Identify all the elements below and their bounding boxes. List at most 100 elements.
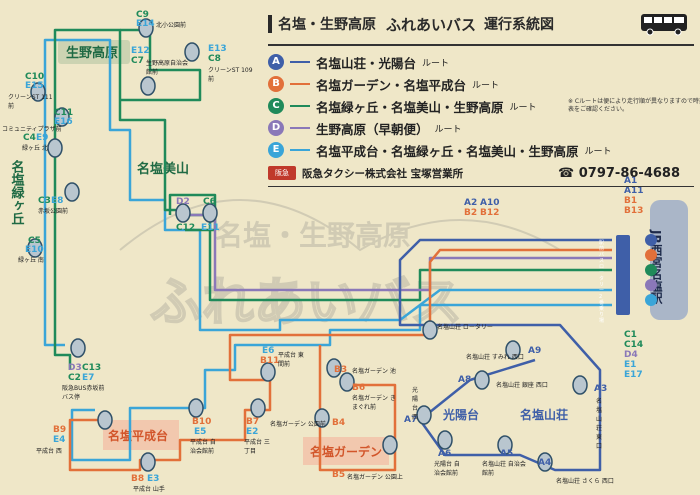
stop-a4[interactable]: A4 <box>538 458 552 468</box>
bus-stop-marker[interactable] <box>47 138 63 158</box>
stop-e3[interactable]: E3 <box>147 474 160 484</box>
bus-stop-marker[interactable] <box>537 452 553 472</box>
bus-stop-marker[interactable] <box>339 372 355 392</box>
stop-e9[interactable]: E9 <box>36 133 49 143</box>
stop-c4[interactable]: C4 <box>23 133 36 143</box>
bus-stop-marker[interactable] <box>30 82 46 102</box>
stop-e8[interactable]: E8 <box>51 196 64 206</box>
stop-a5[interactable]: A5 <box>500 449 514 459</box>
bus-stop-marker[interactable] <box>54 107 70 127</box>
bus-stop-marker[interactable] <box>140 76 156 96</box>
stop-a6[interactable]: A6 <box>438 449 452 459</box>
bus-stop-marker[interactable] <box>250 398 266 418</box>
bus-stop-marker[interactable] <box>184 42 200 62</box>
route-suffix: ルート <box>472 80 500 91</box>
station-code: A11 <box>624 186 644 196</box>
stop-e4[interactable]: E4 <box>53 435 66 445</box>
stop-d2[interactable]: D2 <box>176 197 190 207</box>
area-midorigaoka-label: 名塩緑ヶ丘 <box>9 159 25 225</box>
bus-stop-marker[interactable] <box>260 362 276 382</box>
stop-sanso-higashi: 名塩山荘 東 口 <box>596 398 603 450</box>
bus-stop-marker[interactable] <box>188 398 204 418</box>
stop-c12[interactable]: C12 <box>176 223 196 233</box>
route-b-line <box>68 248 612 472</box>
stop-e14[interactable]: E14 <box>136 19 155 29</box>
header-rule-bottom <box>268 186 694 187</box>
stop-b9[interactable]: B9 <box>53 425 67 435</box>
stop-e7[interactable]: E7 <box>82 373 95 383</box>
bus-stop-marker[interactable] <box>138 18 154 38</box>
stop-c7[interactable]: C7 <box>131 56 144 66</box>
stop-c10[interactable]: C10 <box>25 72 45 82</box>
stop-c11[interactable]: C11 <box>54 108 74 118</box>
stop-sanso-sumire: 名塩山荘 すみれ 西口 <box>466 354 524 361</box>
bus-stop-marker[interactable] <box>474 370 490 390</box>
stop-b5[interactable]: B5 <box>332 470 346 480</box>
stop-e5[interactable]: E5 <box>194 427 207 437</box>
bus-stop-marker[interactable] <box>382 435 398 455</box>
bus-stop-marker[interactable] <box>202 203 218 223</box>
stop-e2[interactable]: E2 <box>246 427 259 437</box>
stop-c2[interactable]: C2 <box>68 373 81 383</box>
bus-stop-marker[interactable] <box>70 338 86 358</box>
stop-d3[interactable]: D3 <box>68 363 82 373</box>
route-badge-b: B <box>268 76 284 92</box>
bus-stop-marker[interactable] <box>64 182 80 202</box>
bus-stop-marker[interactable] <box>505 340 521 360</box>
stop-b11[interactable]: B11 <box>260 356 280 366</box>
stop-a9[interactable]: A9 <box>528 346 542 356</box>
stop-e6[interactable]: E6 <box>262 346 275 356</box>
stop-b12[interactable]: B12 <box>480 208 500 218</box>
stop-b7[interactable]: B7 <box>246 417 260 427</box>
stop-b3[interactable]: B3 <box>334 365 348 375</box>
stop-e11[interactable]: E11 <box>201 223 220 233</box>
bus-stop-marker[interactable] <box>140 452 156 472</box>
stop-c8[interactable]: C8 <box>208 54 221 64</box>
company-phone[interactable]: ☎ 0797-86-4688 <box>558 165 680 181</box>
stop-b8[interactable]: B8 <box>131 474 145 484</box>
stop-a2[interactable]: A2 <box>464 198 478 208</box>
stop-c5[interactable]: C5 <box>28 236 41 246</box>
bus-stop-marker[interactable] <box>97 410 113 430</box>
bus-stop-marker[interactable] <box>314 408 330 428</box>
stop-c6[interactable]: C6 <box>203 197 216 207</box>
bus-stop-marker[interactable] <box>572 375 588 395</box>
stop-c13[interactable]: C13 <box>82 363 102 373</box>
stop-b2[interactable]: B2 <box>464 208 478 218</box>
stop-b6[interactable]: B6 <box>352 383 366 393</box>
bus-stop-marker[interactable] <box>422 320 438 340</box>
route-badge-a: A <box>268 54 284 70</box>
bus-stop-marker[interactable] <box>437 430 453 450</box>
stop-a3[interactable]: A3 <box>594 384 608 394</box>
stop-e15[interactable]: E15 <box>25 81 44 91</box>
bus-stop-marker[interactable] <box>497 435 513 455</box>
stop-a8[interactable]: A8 <box>458 375 472 385</box>
stop-b10[interactable]: B10 <box>192 417 212 427</box>
jr-station[interactable]: JR西宮名塩駅 <box>616 200 688 320</box>
stop-a7[interactable]: A7 <box>404 415 418 425</box>
stop-a10[interactable]: A10 <box>480 198 500 208</box>
phone-number[interactable]: 0797-86-4688 <box>578 165 680 181</box>
stop-e13[interactable]: E13 <box>208 44 227 54</box>
route-b-garden <box>318 345 397 472</box>
bus-stop-marker[interactable] <box>175 203 191 223</box>
area-misato: 名塩美山 <box>137 161 189 177</box>
stop-e16[interactable]: E16 <box>54 117 73 127</box>
stop-c9[interactable]: C9 <box>136 10 149 20</box>
station-code: D4 <box>624 350 638 360</box>
stop-rotary[interactable]: 名塩山荘 ロータリー <box>437 324 493 331</box>
bus-stop-marker[interactable] <box>27 238 43 258</box>
stop-e10[interactable]: E10 <box>25 245 44 255</box>
stop-c3[interactable]: C3 <box>38 196 51 206</box>
bus-stop-marker[interactable] <box>416 405 432 425</box>
stop-b4[interactable]: B4 <box>332 418 346 428</box>
bus-stop-marker[interactable] <box>326 358 342 378</box>
stop-e12[interactable]: E12 <box>131 46 150 56</box>
stop-midori-minami: 緑ヶ丘 南 <box>18 257 44 264</box>
